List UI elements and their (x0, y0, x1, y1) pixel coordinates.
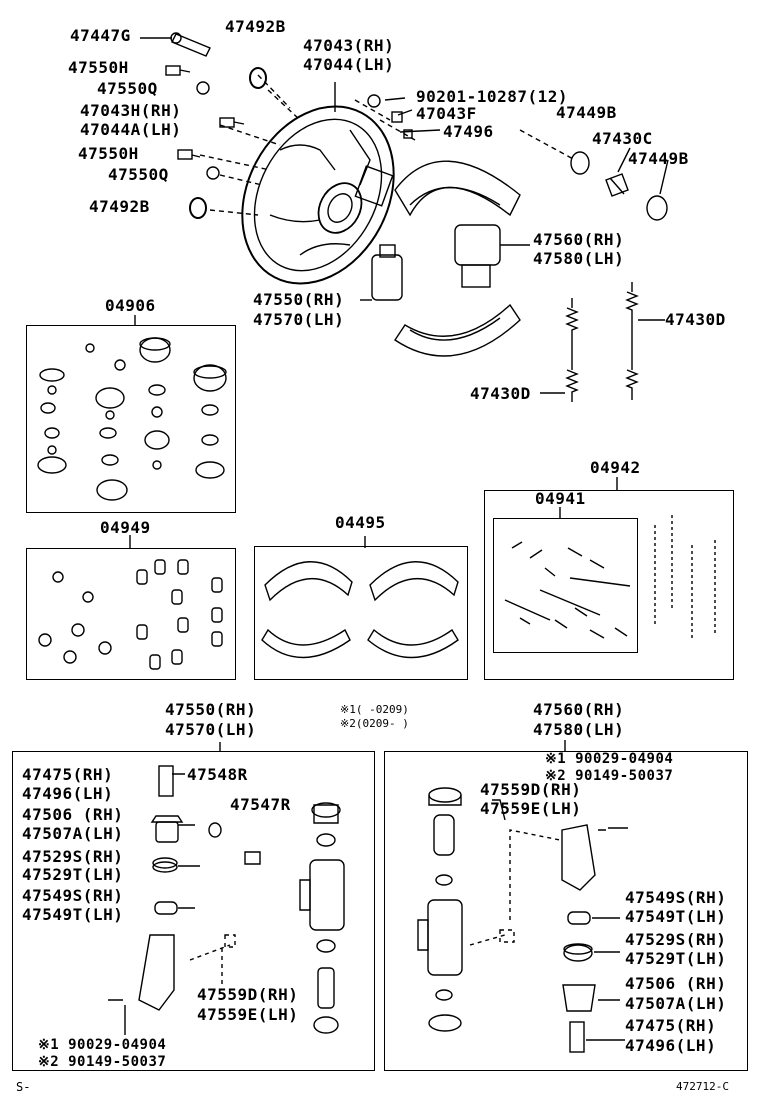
cylinder-47560-exploded (417, 740, 628, 1053)
label-90149-left: ※2 90149-50037 (38, 1054, 167, 1070)
label-47549SRH-right: 47549S(RH) (625, 888, 727, 907)
cylinder-47550-exploded (108, 742, 345, 1035)
label-47475RH-left: 47475(RH) (22, 765, 114, 784)
label-47496-top: 47496 (443, 122, 494, 141)
label-47550Q-b: 47550Q (108, 165, 169, 184)
label-47529SRH-left: 47529S(RH) (22, 847, 124, 866)
label-90029-right: ※1 90029-04904 (545, 751, 674, 767)
label-47559ELH-left: 47559E(LH) (197, 1005, 299, 1024)
note-2: ※2(0209- ) (340, 717, 409, 730)
label-47430D-a: 47430D (665, 310, 726, 329)
label-47560RH-bot: 47560(RH) (533, 700, 625, 719)
note-1: ※1( -0209) (340, 703, 409, 716)
label-47044A: 47044A(LH) (80, 120, 182, 139)
backing-plate (241, 105, 395, 285)
footer-left: S- (16, 1080, 31, 1094)
kit-04906-parts (37, 315, 227, 501)
kit-box-04906 (26, 325, 236, 513)
label-47430C: 47430C (592, 129, 653, 148)
label-47529SRH-right: 47529S(RH) (625, 930, 727, 949)
label-47430D-b: 47430D (470, 384, 531, 403)
brake-shoe-lower (394, 303, 521, 357)
label-47559ELH-right: 47559E(LH) (480, 799, 582, 818)
label-47529TLH-left: 47529T(LH) (22, 865, 124, 884)
label-47507ALH-left: 47507A(LH) (22, 824, 124, 843)
label-47549TLH-left: 47549T(LH) (22, 905, 124, 924)
label-04906: 04906 (105, 296, 156, 315)
return-springs (540, 282, 665, 402)
wheel-cylinder-47550 (360, 244, 403, 301)
label-90201: 90201-10287(12) (416, 87, 568, 106)
kit-box-04941 (493, 518, 638, 653)
label-47547R: 47547R (230, 795, 291, 814)
label-47550Q-a: 47550Q (97, 79, 158, 98)
label-04941: 04941 (535, 489, 586, 508)
label-90029-left: ※1 90029-04904 (38, 1037, 167, 1053)
label-47550H-b: 47550H (78, 144, 139, 163)
adjuster-parts (519, 129, 669, 221)
label-47449B-b: 47449B (628, 149, 689, 168)
bolt-47447G (140, 32, 211, 57)
label-47549TLH-right: 47549T(LH) (625, 907, 727, 926)
label-47043RH: 47043(RH) (303, 36, 395, 55)
kit-box-04495 (254, 546, 468, 680)
label-47507ALH-right: 47507A(LH) (625, 994, 727, 1013)
label-47492B-a: 47492B (225, 17, 286, 36)
label-04495: 04495 (335, 513, 386, 532)
label-47506RH-left: 47506 (RH) (22, 805, 124, 824)
label-04949: 04949 (100, 518, 151, 537)
label-90149-right: ※2 90149-50037 (545, 768, 674, 784)
label-47529TLH-right: 47529T(LH) (625, 949, 727, 968)
kit-box-04949 (26, 548, 236, 680)
label-47580LH-bot: 47580(LH) (533, 720, 625, 739)
footer-right: 472712-C (676, 1080, 729, 1093)
kit-04949-parts (38, 535, 223, 670)
label-47044LH: 47044(LH) (303, 55, 395, 74)
label-47550H-a: 47550H (68, 58, 129, 77)
label-47549SRH-left: 47549S(RH) (22, 886, 124, 905)
label-47043F: 47043F (416, 104, 477, 123)
dashed-leaders-left (199, 74, 301, 216)
exploded-box-47560 (384, 751, 748, 1071)
label-47550RH-mid: 47550(RH) (253, 290, 345, 309)
label-47559DRH-left: 47559D(RH) (197, 985, 299, 1004)
label-47570LH-bot: 47570(LH) (165, 720, 257, 739)
label-47559DRH-right: 47559D(RH) (480, 780, 582, 799)
label-47043H: 47043H(RH) (80, 101, 182, 120)
label-47447G: 47447G (70, 26, 131, 45)
leaders-top-mid (384, 97, 441, 133)
label-47492B-b: 47492B (89, 197, 150, 216)
kit-box-04942 (484, 490, 734, 680)
label-47560RH-top: 47560(RH) (533, 230, 625, 249)
label-47496LH-right: 47496(LH) (625, 1036, 717, 1055)
kit-04942-springs (504, 477, 716, 640)
label-47475RH-right: 47475(RH) (625, 1016, 717, 1035)
label-47548R: 47548R (187, 765, 248, 784)
wheel-cylinder-47560 (454, 224, 530, 288)
label-47570LH-mid: 47570(LH) (253, 310, 345, 329)
label-47449B-a: 47449B (556, 103, 617, 122)
label-04942: 04942 (590, 458, 641, 477)
kit-04495-shoes (261, 536, 459, 659)
brake-shoe-upper (394, 160, 521, 217)
exploded-box-47550 (12, 751, 375, 1071)
label-47506RH-right: 47506 (RH) (625, 974, 727, 993)
label-47550RH-bot: 47550(RH) (165, 700, 257, 719)
small-bolts (165, 65, 413, 219)
label-47496LH-left: 47496(LH) (22, 784, 114, 803)
label-47580LH-top: 47580(LH) (533, 249, 625, 268)
